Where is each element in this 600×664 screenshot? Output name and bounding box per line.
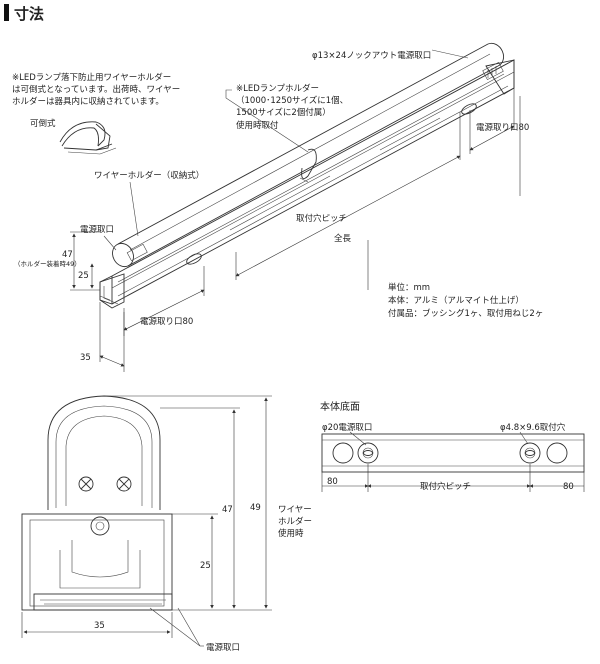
length-label: 全長 (334, 233, 352, 244)
power-hole-label: φ20電源取口 (322, 423, 372, 433)
front-socket (90, 516, 110, 536)
holder-note-line-1: ※LEDランプ落下防止用ワイヤーホルダー (12, 72, 171, 83)
screw-left (78, 476, 94, 492)
wire-holder-label: ワイヤーホルダー（収納式） (94, 170, 204, 181)
holder-dome (47, 395, 161, 510)
pitch-label: 取付穴ピッチ (296, 213, 347, 224)
power-inlet-top-label: 電源取口 (80, 225, 114, 235)
knockout-label: φ13×24ノックアウト電源取口 (312, 51, 431, 61)
spec-accessory: 付属品：ブッシング1ヶ、取付用ねじ2ヶ (388, 308, 543, 319)
dim-80-left: 80 (327, 477, 338, 487)
mount-hole-outer (519, 442, 541, 464)
front-base (33, 593, 173, 611)
holder-note-line-2: は可倒式となっています。出荷時、ワイヤー (12, 84, 180, 95)
dim-25-iso: 25 (78, 271, 89, 281)
power-inlet-bottom-label: 電源取り口80 (140, 317, 193, 327)
page-title: 寸法 (14, 5, 44, 23)
dim-80-right: 80 (563, 482, 574, 492)
dim-35-front: 35 (94, 621, 105, 631)
flip-holder-sketch (59, 121, 117, 155)
wire-note-1: ワイヤー (278, 505, 312, 515)
mount-hole-right (546, 442, 568, 464)
header-marker (4, 4, 9, 21)
spec-body: 本体：アルミ（アルマイト仕上げ） (388, 295, 524, 306)
dim-25-front: 25 (200, 561, 211, 571)
dim-35-iso: 35 (80, 353, 91, 363)
led-holder-note-4: 使用時取付 (236, 120, 279, 131)
wire-note-2: ホルダー (278, 516, 312, 527)
led-tube (112, 42, 504, 268)
power-hole-plain (332, 442, 354, 464)
led-holder-note-3: 1500サイズに2個付属） (236, 107, 331, 118)
bottom-view-title: 本体底面 (320, 400, 360, 413)
dim-47-front: 47 (222, 505, 233, 515)
led-holder-note-2: （1000･1250サイズに1個、 (236, 95, 348, 106)
screw-right (116, 476, 132, 492)
dim-47-iso: 47 (62, 250, 73, 260)
spec-unit: 単位：mm (388, 282, 430, 293)
power-inlet-right-label: 電源取り口80 (476, 123, 529, 133)
front-power-label: 電源取口 (206, 643, 240, 653)
led-holder-ring (301, 148, 317, 180)
dim-49-front: 49 (250, 503, 261, 513)
pitch-label-bottom: 取付穴ピッチ (420, 481, 471, 492)
led-holder-note-1: ※LEDランプホルダー (236, 83, 319, 94)
holder-49-note: （ホルダー装着時49） (14, 259, 81, 268)
front-view: 49 ワイヤー ホルダー 使用時 47 25 35 電源取口 (21, 395, 312, 653)
mount-hole-label: φ4.8×9.6取付穴 (500, 422, 566, 433)
power-hole (357, 442, 379, 464)
isometric-view: ※LEDランプ落下防止用ワイヤーホルダー は可倒式となっています。出荷時、ワイヤ… (12, 42, 543, 372)
bottom-body-outline (321, 433, 585, 473)
kadou-label: 可倒式 (30, 118, 56, 129)
bottom-view: 本体底面 φ20電源取口 φ4.8×9.6取付穴 80 取付穴ピッチ 80 (320, 400, 585, 492)
wire-note-3: 使用時 (278, 528, 304, 539)
holder-note-line-3: ホルダーは器具内に収納されています。 (12, 96, 164, 107)
